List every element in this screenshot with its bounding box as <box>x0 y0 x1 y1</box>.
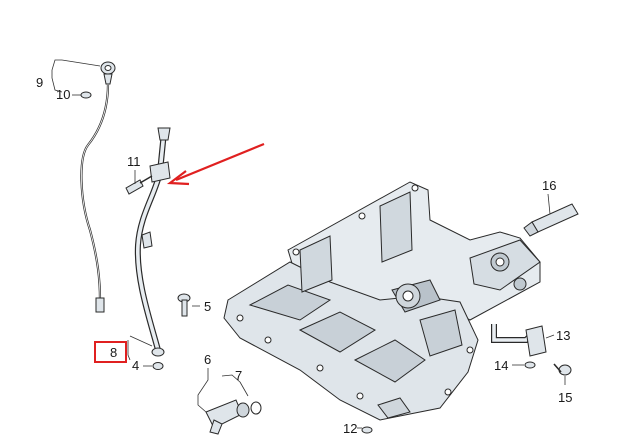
callout-14: 14 <box>494 358 508 373</box>
callout-4: 4 <box>132 358 139 373</box>
highlight-arrow <box>166 142 265 186</box>
callout-5: 5 <box>204 299 211 314</box>
o-ring-4 <box>152 362 164 370</box>
callout-10: 10 <box>56 87 70 102</box>
seal-14 <box>524 361 536 369</box>
seal-10 <box>80 91 92 99</box>
bolt-11 <box>125 175 153 195</box>
sealant-tube <box>523 203 579 237</box>
o-ring-7 <box>250 401 262 415</box>
callout-16: 16 <box>542 178 556 193</box>
bolt-15 <box>553 363 572 376</box>
callout-8: 8 <box>110 345 117 360</box>
callout-15: 15 <box>558 390 572 405</box>
dipstick <box>80 61 116 313</box>
callout-12: 12 <box>343 421 357 436</box>
callout-13: 13 <box>556 328 570 343</box>
callout-7: 7 <box>235 368 242 383</box>
callout-9: 9 <box>36 75 43 90</box>
seal-12 <box>361 426 373 434</box>
oil-return-pipe <box>491 324 547 357</box>
oil-sensor <box>205 399 250 435</box>
callout-11: 11 <box>127 154 141 169</box>
guide-tube <box>134 127 171 357</box>
bolt-5 <box>177 293 191 317</box>
leader-lines <box>51 59 566 429</box>
callout-6: 6 <box>204 352 211 367</box>
oil-pan <box>223 181 541 421</box>
callout-8-highlight-box <box>94 341 127 363</box>
